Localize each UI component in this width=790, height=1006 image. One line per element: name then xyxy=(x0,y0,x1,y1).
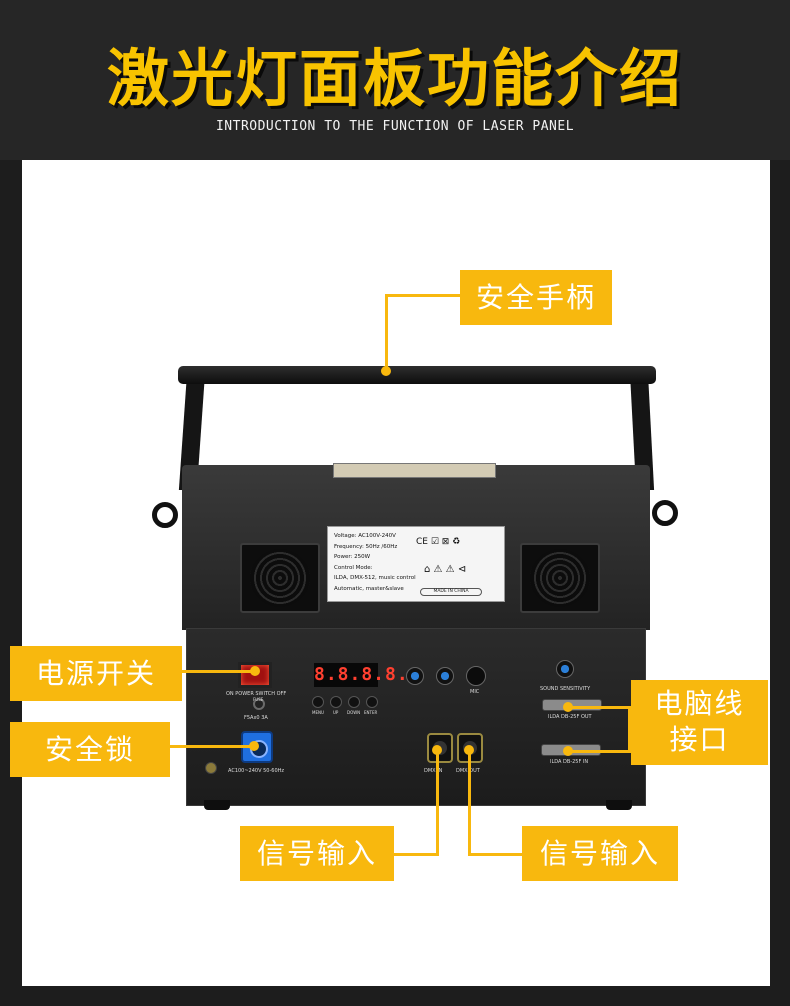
callout-line-handle-v xyxy=(385,294,388,370)
callout-line-computer-top xyxy=(568,706,631,709)
enter-label: ENTER xyxy=(364,710,378,715)
cooling-fan-left xyxy=(240,543,320,613)
fuse-holder[interactable] xyxy=(253,698,265,710)
certification-icons: CE ☑ ⊠ ♻ xyxy=(416,537,461,547)
page-subtitle: INTRODUCTION TO THE FUNCTION OF LASER PA… xyxy=(215,119,575,134)
callout-signal-input-left: 信号输入 xyxy=(240,826,394,881)
led-display: 8.8.8.8. xyxy=(314,663,409,687)
up-button[interactable] xyxy=(330,696,342,708)
menu-button[interactable] xyxy=(312,696,324,708)
power-inlet-label: AC100~240V 50-60Hz xyxy=(228,768,285,774)
fuse-label-top: FUSE xyxy=(253,697,264,702)
ilda-out-label: ILDA DB-25F OUT xyxy=(548,714,592,720)
spec-plate: Voltage: AC100V-240V Frequency: 50Hz /60… xyxy=(327,526,505,602)
callout-dot-handle xyxy=(381,366,391,376)
page-title: 激光灯面板功能介绍 xyxy=(106,42,683,115)
callout-line-switch xyxy=(180,670,256,673)
dmx-in-label: DMX IN xyxy=(424,768,443,774)
ilda-in-label: ILDA DB-25F IN xyxy=(550,759,589,765)
callout-line-computer-bottom xyxy=(568,750,631,753)
down-label: DOWN xyxy=(347,710,361,715)
dmx-out-label: DMX OUT xyxy=(456,768,480,774)
sound-sensitivity-knob[interactable] xyxy=(556,660,574,678)
adjust-knob-1[interactable] xyxy=(406,667,424,685)
spec-control-mode: Control Mode: xyxy=(334,564,373,571)
header-bar: 激光灯面板功能介绍 INTRODUCTION TO THE FUNCTION O… xyxy=(0,0,790,160)
down-button[interactable] xyxy=(348,696,360,708)
spec-power: Power: 250W xyxy=(334,554,371,560)
spec-voltage: Voltage: AC100V-240V xyxy=(334,533,396,539)
device-foot xyxy=(606,800,632,810)
top-sticker xyxy=(333,463,496,478)
callout-computer-port: 电脑线 接口 xyxy=(631,680,768,765)
menu-label: MENU xyxy=(312,710,324,715)
callout-computer-port-line1: 电脑线 xyxy=(654,687,745,720)
callout-line-signal-left-h xyxy=(392,853,439,856)
microphone xyxy=(466,666,486,686)
enter-button[interactable] xyxy=(366,696,378,708)
switch-label: ON POWER SWITCH OFF xyxy=(226,691,287,697)
callout-line-computer-v xyxy=(628,706,631,753)
spec-modes-2: Automatic, master&slave xyxy=(334,585,404,592)
handle-knob-right xyxy=(652,500,678,526)
adjust-knob-2[interactable] xyxy=(436,667,454,685)
callout-dot-lock xyxy=(249,741,259,751)
callout-dot-switch xyxy=(250,666,260,676)
callout-computer-port-line2: 接口 xyxy=(669,723,730,756)
spec-modes: ILDA, DMX-512, music control xyxy=(334,575,416,581)
callout-line-signal-left-v xyxy=(436,750,439,856)
made-in-label: MADE IN CHINA xyxy=(420,588,482,596)
sound-sensitivity-label: SOUND SENSITIVITY xyxy=(540,686,591,692)
callout-handle: 安全手柄 xyxy=(460,270,612,325)
cooling-fan-right xyxy=(520,543,600,613)
callout-signal-input-right: 信号输入 xyxy=(522,826,678,881)
warning-icons: ⌂ ⚠ ⚠ ⊲ xyxy=(424,564,467,575)
safety-handle xyxy=(178,366,656,384)
callout-line-handle-h xyxy=(385,294,460,297)
callout-safety-lock: 安全锁 xyxy=(10,722,170,777)
device-foot xyxy=(204,800,230,810)
callout-dot-computer-bottom xyxy=(563,746,573,756)
up-label: UP xyxy=(333,710,339,715)
fuse-label: F5Ax0 3A xyxy=(244,715,268,721)
callout-dot-signal-left xyxy=(432,745,442,755)
callout-line-lock xyxy=(168,745,254,748)
callout-dot-signal-right xyxy=(464,745,474,755)
callout-line-signal-right-v xyxy=(468,750,471,856)
callout-line-signal-right-h xyxy=(468,853,524,856)
handle-knob-left xyxy=(152,502,178,528)
spec-frequency: Frequency: 50Hz /60Hz xyxy=(334,543,398,550)
ground-screw xyxy=(205,762,217,774)
callout-dot-computer-top xyxy=(563,702,573,712)
mic-label: MIC xyxy=(470,689,480,695)
callout-power-switch: 电源开关 xyxy=(10,646,182,701)
